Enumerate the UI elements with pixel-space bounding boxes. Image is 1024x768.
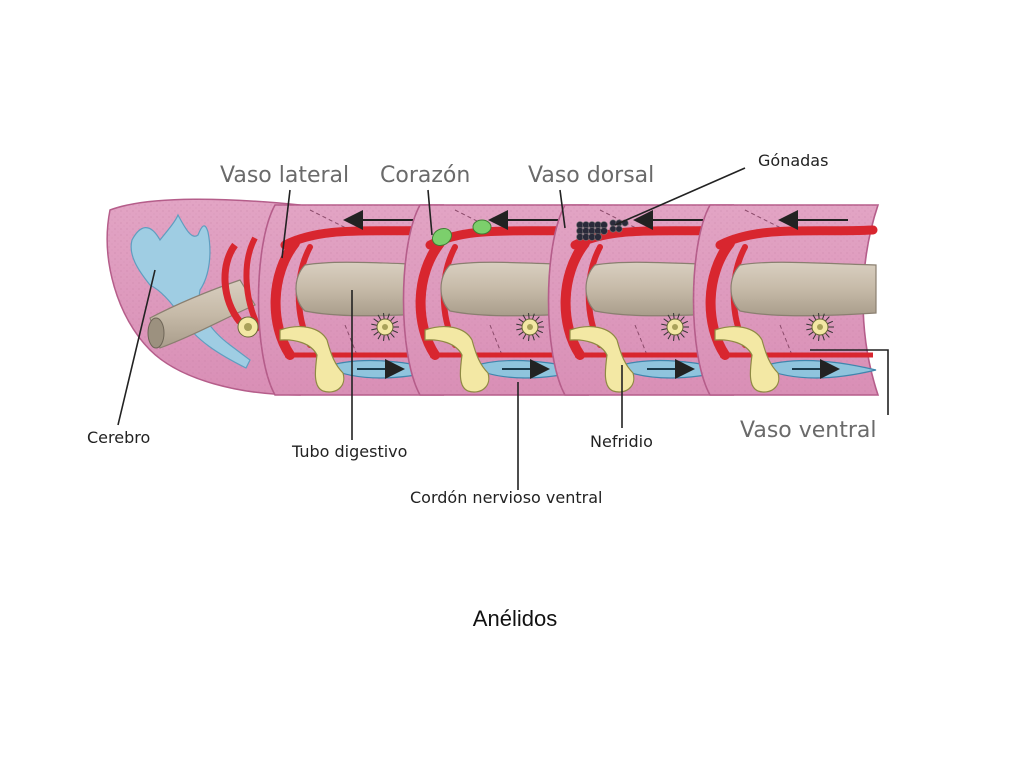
- segment: [402, 204, 590, 396]
- gonads: [576, 219, 629, 241]
- nephridium: [714, 326, 780, 393]
- brain: [130, 213, 251, 369]
- label-cerebro: Cerebro: [87, 428, 150, 447]
- lateral-vessel: [270, 238, 300, 360]
- nephridium: [569, 326, 635, 393]
- heart: [431, 227, 453, 247]
- caption: Anélidos: [472, 606, 558, 631]
- heart: [472, 219, 492, 235]
- label-cordon-nervioso-ventral: Cordón nervioso ventral: [410, 488, 602, 507]
- dorsal-vessel: [715, 225, 878, 250]
- lateral-vessel: [415, 238, 445, 360]
- label-nefridio: Nefridio: [590, 432, 653, 451]
- ganglion: [371, 313, 399, 341]
- label-vaso-lateral: Vaso lateral: [220, 163, 349, 188]
- head-region: [106, 198, 301, 396]
- label-vaso-dorsal: Vaso dorsal: [528, 163, 654, 188]
- nephridium: [279, 326, 345, 393]
- lateral-vessel: [705, 238, 735, 360]
- ganglion: [806, 313, 834, 341]
- lateral-vessel: [560, 238, 590, 360]
- label-corazon: Corazón: [380, 163, 470, 188]
- ganglion: [516, 313, 544, 341]
- segment: [547, 204, 735, 396]
- nephridium: [424, 326, 490, 393]
- label-tubo-digestivo: Tubo digestivo: [291, 442, 407, 461]
- labels: Vaso lateral Corazón Vaso dorsal Gónadas…: [87, 151, 877, 507]
- label-vaso-ventral: Vaso ventral: [740, 418, 877, 443]
- label-gonadas: Gónadas: [758, 151, 828, 170]
- ganglion: [661, 313, 689, 341]
- gut: [730, 261, 877, 317]
- body-segments: [257, 204, 880, 396]
- leader-lines: [117, 167, 889, 490]
- segment: [692, 204, 880, 396]
- ganglion: [237, 316, 259, 338]
